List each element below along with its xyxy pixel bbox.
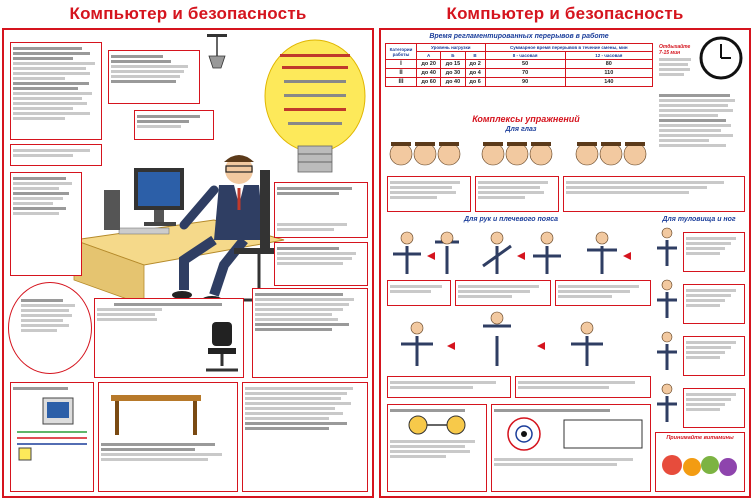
ceiling-lamp-icon (204, 34, 230, 74)
sub-col-8h: 8 - часовая (484, 51, 566, 60)
rest-rules (657, 90, 745, 188)
torso-title: Для туловища и ног (662, 216, 736, 223)
sub-col-12h: 12 - часовая (564, 51, 654, 60)
eyes-title: Для глаз (505, 126, 537, 133)
forbidden-box (274, 242, 368, 286)
table-row: II до 40 до 30 до 4 70 110 (385, 68, 654, 78)
user-note-box (242, 382, 368, 492)
arm-ex-5 (515, 376, 651, 398)
eye-trainer-icon (507, 417, 643, 451)
arm-ex-3 (555, 280, 651, 306)
col-load: Уровень нагрузки (416, 43, 486, 52)
arm-ex-1 (387, 280, 451, 306)
eye-ex-2 (475, 176, 559, 212)
glasses-icon (408, 415, 466, 435)
rest-note-title: Отдыхайте 7-15 мин (659, 44, 691, 56)
torso-ex-3 (683, 336, 745, 376)
clock-icon (699, 36, 743, 80)
workplace-size-box (94, 298, 244, 378)
sub-col-b: Б (440, 51, 466, 60)
torso-exercise-figures (653, 226, 747, 436)
breaks-table: Категории работы Уровень нагрузки Суммар… (385, 43, 654, 87)
ophthalmic-trainers-box (491, 404, 651, 492)
eye-exercise-faces (387, 134, 655, 174)
table-row: III до 60 до 40 до 6 90 140 (385, 77, 654, 87)
exercises-title: Комплексы упражнений (472, 114, 580, 124)
desk-scene (64, 130, 294, 310)
vitamins-box: Принимайте витамины (655, 432, 745, 492)
glasses-box (387, 404, 487, 492)
sub-col-a: А (415, 51, 442, 60)
vitamins-title: Принимайте витамины (666, 435, 734, 441)
hazard-box (274, 182, 368, 238)
arm-exercise-figures (387, 226, 653, 390)
office-chair-icon (200, 320, 244, 376)
grounding-box (10, 382, 94, 492)
lighting-note-box (10, 144, 102, 166)
torso-ex-1 (683, 232, 745, 272)
before-work-box (252, 288, 368, 378)
lighting-rules-box (10, 42, 102, 140)
arms-title: Для рук и плечевого пояса (464, 216, 558, 223)
right-poster-title: Компьютер и безопасность (446, 4, 684, 23)
eye-ex-3 (563, 176, 745, 212)
harmful-factors-box (10, 172, 82, 276)
regs-title: Время регламентированных перерывов в раб… (429, 33, 609, 40)
left-poster: Компьютер и безопасность (2, 0, 374, 500)
fruits-icon (662, 455, 737, 476)
arm-ex-4 (387, 376, 511, 398)
eye-ex-1 (387, 176, 471, 212)
table-row: I до 20 до 15 до 2 50 80 (385, 59, 654, 69)
wiring-diagram-icon (17, 397, 87, 461)
left-poster-frame (2, 28, 374, 498)
col-breaks: Суммарное время перерывов в течение смен… (484, 43, 654, 52)
light-bulb-icon (260, 36, 370, 182)
col-category: Категории работы (385, 43, 417, 60)
microclimate-cloud (8, 282, 92, 374)
rest-note: Отдыхайте 7-15 мин (657, 42, 697, 86)
right-poster-frame: Время регламентированных перерывов в раб… (379, 28, 751, 498)
desk-icon (111, 395, 201, 435)
arm-ex-2 (455, 280, 551, 306)
desk-requirements-box (98, 382, 238, 492)
sub-col-c: В (464, 51, 486, 60)
right-poster: Компьютер и безопасность Время регламент… (379, 0, 751, 500)
torso-ex-4 (683, 388, 745, 428)
left-poster-title: Компьютер и безопасность (69, 4, 307, 23)
monitor-distance-box (134, 110, 214, 140)
illumination-box (108, 50, 200, 104)
torso-ex-2 (683, 284, 745, 324)
